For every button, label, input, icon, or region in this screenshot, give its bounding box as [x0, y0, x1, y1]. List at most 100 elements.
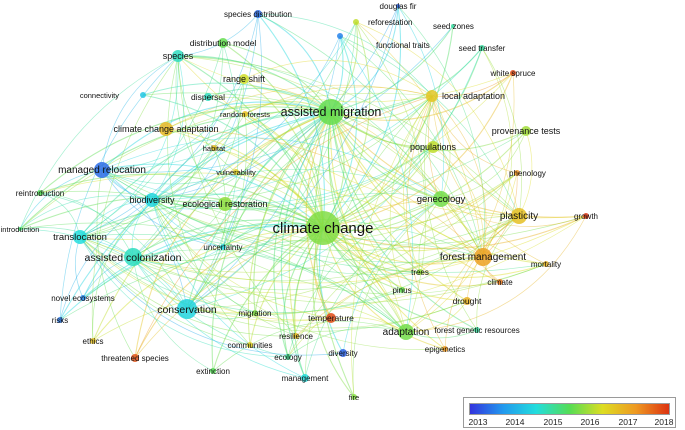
- network-edge: [165, 128, 407, 333]
- node-conservation[interactable]: [177, 299, 197, 319]
- network-edge: [330, 111, 547, 265]
- network-edge: [92, 111, 332, 342]
- node-reforestation[interactable]: [353, 19, 359, 25]
- network-edge: [283, 227, 324, 358]
- node-label-temperature: temperature: [308, 313, 354, 323]
- node-epigenetics[interactable]: [442, 346, 448, 352]
- node-white-spruce[interactable]: [510, 70, 516, 76]
- node-random-forests[interactable]: [242, 111, 248, 117]
- node-label-phenology: phenology: [509, 169, 546, 178]
- node-pinus[interactable]: [399, 287, 405, 293]
- node-vulnerability[interactable]: [233, 169, 239, 175]
- network-edge: [389, 95, 433, 291]
- legend-tick-2017: 2017: [618, 417, 638, 427]
- node-translocation[interactable]: [73, 230, 87, 244]
- node-label-management: management: [282, 374, 329, 383]
- node-assisted-migration[interactable]: [318, 99, 344, 125]
- node-resilience[interactable]: [293, 333, 299, 339]
- node-label-diversity: diversity: [328, 349, 357, 358]
- node-threatened-species[interactable]: [131, 354, 139, 362]
- node-label-dispersal: dispersal: [191, 92, 225, 102]
- network-edge: [322, 95, 433, 229]
- network-edge: [79, 111, 332, 238]
- network-edge: [132, 246, 224, 265]
- network-edge: [339, 35, 414, 333]
- network-edge: [287, 215, 520, 358]
- node-fire[interactable]: [351, 394, 357, 400]
- node-distribution-model[interactable]: [218, 38, 228, 48]
- network-edge: [177, 55, 237, 173]
- node-phenology[interactable]: [514, 170, 520, 176]
- node-diversity[interactable]: [339, 349, 347, 357]
- network-edge: [222, 111, 332, 248]
- node-label-extinction: extinction: [196, 367, 230, 376]
- node-connectivity[interactable]: [140, 92, 146, 98]
- node-climate-change-adaptation[interactable]: [159, 122, 173, 136]
- network-edge: [243, 59, 433, 97]
- node-adaptation[interactable]: [398, 324, 414, 340]
- node-ecological-restoration[interactable]: [218, 197, 232, 211]
- network-edge: [132, 256, 468, 329]
- node-ethics[interactable]: [90, 338, 96, 344]
- network-edge: [397, 5, 485, 258]
- node-climate[interactable]: [497, 279, 503, 285]
- node-habitat[interactable]: [211, 145, 217, 151]
- node-seed-transfer[interactable]: [479, 45, 485, 51]
- node-introduction[interactable]: [18, 227, 22, 231]
- node-growth[interactable]: [583, 213, 589, 219]
- network-edge: [222, 42, 332, 113]
- network-edge: [293, 227, 324, 379]
- node-extinction[interactable]: [210, 368, 216, 374]
- network-nodes: [18, 4, 589, 400]
- network-edge: [186, 42, 240, 310]
- node-douglas-fir[interactable]: [396, 4, 400, 8]
- node-label-assisted-colonization: assisted colonization: [85, 252, 182, 264]
- node-label-genecology: genecology: [417, 194, 466, 205]
- node-genecology[interactable]: [433, 191, 449, 207]
- node-migration[interactable]: [252, 310, 258, 316]
- network-edge: [444, 215, 520, 350]
- node-dispersal[interactable]: [204, 93, 212, 101]
- network-edge: [79, 236, 403, 313]
- legend-tick-2015: 2015: [543, 417, 563, 427]
- node-risks[interactable]: [57, 317, 63, 323]
- node-forest-management[interactable]: [474, 248, 492, 266]
- node-managed-relocation[interactable]: [94, 162, 110, 178]
- node-provenance-tests[interactable]: [521, 126, 531, 136]
- node-species[interactable]: [172, 50, 184, 62]
- node-label-reforestation: reforestation: [368, 18, 412, 27]
- network-edge: [351, 95, 433, 398]
- network-edge: [186, 5, 399, 310]
- node-communities[interactable]: [247, 342, 253, 348]
- node-forest-genetic-resources[interactable]: [474, 327, 480, 333]
- network-edge: [79, 215, 587, 284]
- node-ecology[interactable]: [285, 354, 291, 360]
- node-local-adaptation[interactable]: [426, 90, 438, 102]
- network-edge: [132, 256, 332, 321]
- network-edge: [330, 25, 454, 113]
- network-edge: [207, 96, 324, 229]
- node-reintroduction[interactable]: [37, 190, 43, 196]
- network-edge: [39, 172, 484, 258]
- network-edge: [151, 168, 442, 201]
- node-drought[interactable]: [463, 297, 471, 305]
- node-assisted-colonization[interactable]: [124, 248, 142, 266]
- node-functional-traits[interactable]: [337, 33, 343, 39]
- node-seed-zones[interactable]: [451, 24, 455, 28]
- node-novel-ecosystems[interactable]: [80, 295, 86, 301]
- node-mortality[interactable]: [543, 261, 549, 267]
- node-label-forest-genetic-resources: forest genetic resources: [434, 326, 519, 335]
- node-range-shift[interactable]: [239, 74, 249, 84]
- network-edge: [186, 215, 587, 314]
- node-biodiversity[interactable]: [145, 193, 159, 207]
- node-uncertainty[interactable]: [220, 244, 226, 250]
- node-species-distribution[interactable]: [254, 10, 262, 18]
- node-temperature[interactable]: [326, 313, 336, 323]
- node-trees[interactable]: [417, 269, 423, 275]
- node-management[interactable]: [301, 374, 309, 382]
- node-climate-change[interactable]: [306, 211, 340, 245]
- node-populations[interactable]: [427, 141, 439, 153]
- node-label-growth: growth: [574, 212, 598, 221]
- node-plasticity[interactable]: [511, 208, 527, 224]
